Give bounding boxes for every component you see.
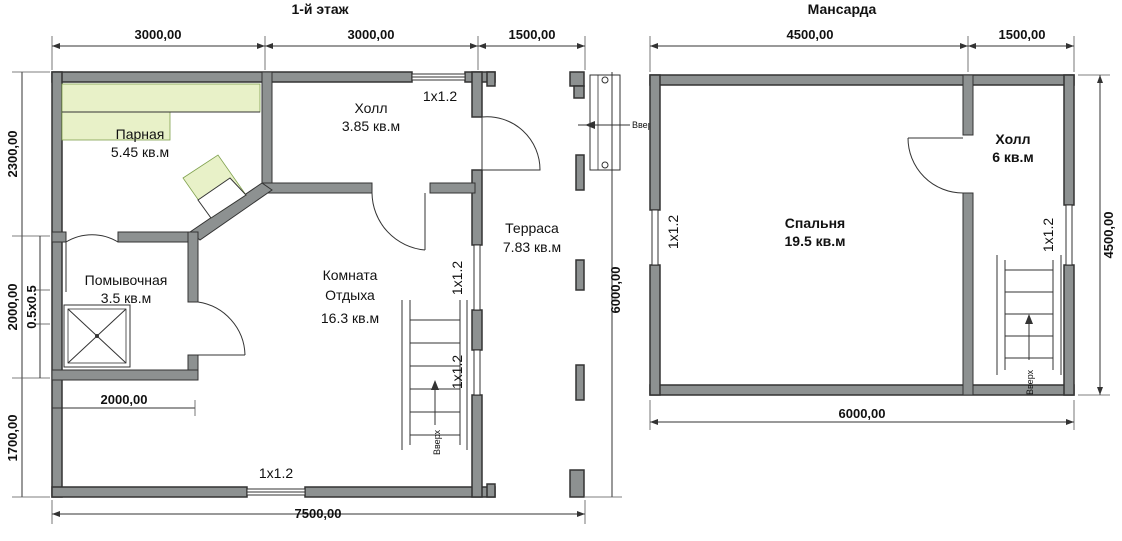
staircase-attic [996, 255, 1062, 375]
staircase-floor1 [401, 300, 468, 450]
dim-left-1700: 1700,00 [5, 415, 20, 462]
dim-top-1500-floor: 1500,00 [509, 27, 556, 42]
window-label-komnata-bottom: 1x1.2 [259, 465, 293, 481]
room-spalnya-name: Спальня [785, 215, 845, 231]
title-floor1: 1-й этаж [291, 1, 349, 17]
window-label-spalnya: 1x1.2 [665, 215, 681, 249]
room-komnata-area: 16.3 кв.м [321, 310, 379, 326]
top-dimension-line [51, 36, 586, 70]
attic-top-dimension [649, 36, 1075, 72]
left-dimension-line [12, 71, 50, 498]
attic-bottom-dimension [649, 400, 1075, 430]
door-spalnya-holl2 [907, 137, 964, 194]
stair-up-label-1: Вверх [432, 429, 442, 455]
sauna-bench [61, 83, 261, 141]
door-holl-terrace [481, 116, 541, 171]
door-holl-komnata [371, 192, 426, 251]
room-terrasa-name: Терраса [505, 220, 559, 236]
dim-attic-4500: 4500,00 [787, 27, 834, 42]
room-holl2-name: Холл [995, 131, 1030, 147]
room-holl1-name: Холл [355, 100, 388, 116]
window-label-komnata-side-a: 1x1.2 [449, 261, 465, 295]
window-label-komnata-side-b: 1x1.2 [449, 355, 465, 389]
room-komnata-line1: Комната [323, 267, 378, 283]
room-pomyv-name: Помывочная [85, 272, 168, 288]
title-attic: Мансарда [808, 1, 877, 17]
dim-attic-1500: 1500,00 [999, 27, 1046, 42]
attic-walls [649, 74, 1075, 396]
window-spalnya [651, 209, 659, 266]
room-terrasa-area: 7.83 кв.м [503, 239, 561, 255]
dim-attic-right-4500: 4500,00 [1101, 212, 1116, 259]
window-komnata-bottom [246, 488, 306, 496]
room-holl2-area: 6 кв.м [992, 149, 1034, 165]
dim-attic-bottom-6000: 6000,00 [839, 406, 886, 421]
dim-top-3000-a: 3000,00 [135, 27, 182, 42]
shower-tray [63, 304, 131, 368]
dim-left-05: 0.5x0.5 [24, 285, 39, 328]
room-spalnya-area: 19.5 кв.м [785, 233, 846, 249]
door-parnaya-pomyv [65, 234, 119, 292]
room-parnaya-name: Парная [116, 126, 165, 142]
dim-left-2300: 2300,00 [5, 131, 20, 178]
stair-up-label-2: Вверх [632, 120, 658, 130]
attic-right-dimension [1078, 74, 1110, 396]
window-label-holl2: 1x1.2 [1040, 218, 1056, 252]
room-holl1-area: 3.85 кв.м [342, 118, 400, 134]
door-pomyv-komnata [190, 301, 246, 356]
room-pomyv-area: 3.5 кв.м [101, 290, 151, 306]
window-holl-top [411, 73, 466, 81]
dim-inner-2000: 2000,00 [101, 392, 148, 407]
window-holl2 [1065, 204, 1073, 266]
dim-left-2000: 2000,00 [5, 284, 20, 331]
terrace-steps [578, 74, 630, 171]
room-komnata-line2: Отдыха [325, 287, 375, 303]
room-parnaya-area: 5.45 кв.м [111, 144, 169, 160]
bottom-dimension-line [51, 500, 586, 524]
sauna-stove [182, 154, 247, 219]
right-dimension-floor1 [585, 72, 622, 498]
window-komnata-side-a [473, 244, 481, 311]
window-komnata-side-b [473, 349, 481, 396]
dim-top-3000-b: 3000,00 [348, 27, 395, 42]
dim-right-6000: 6000,00 [608, 267, 623, 314]
stair-up-label-3: Вверх [1025, 369, 1035, 395]
window-label-holl: 1x1.2 [423, 88, 457, 104]
inner-dimension-2000 [52, 400, 196, 416]
dim-bottom-7500: 7500,00 [295, 506, 342, 521]
